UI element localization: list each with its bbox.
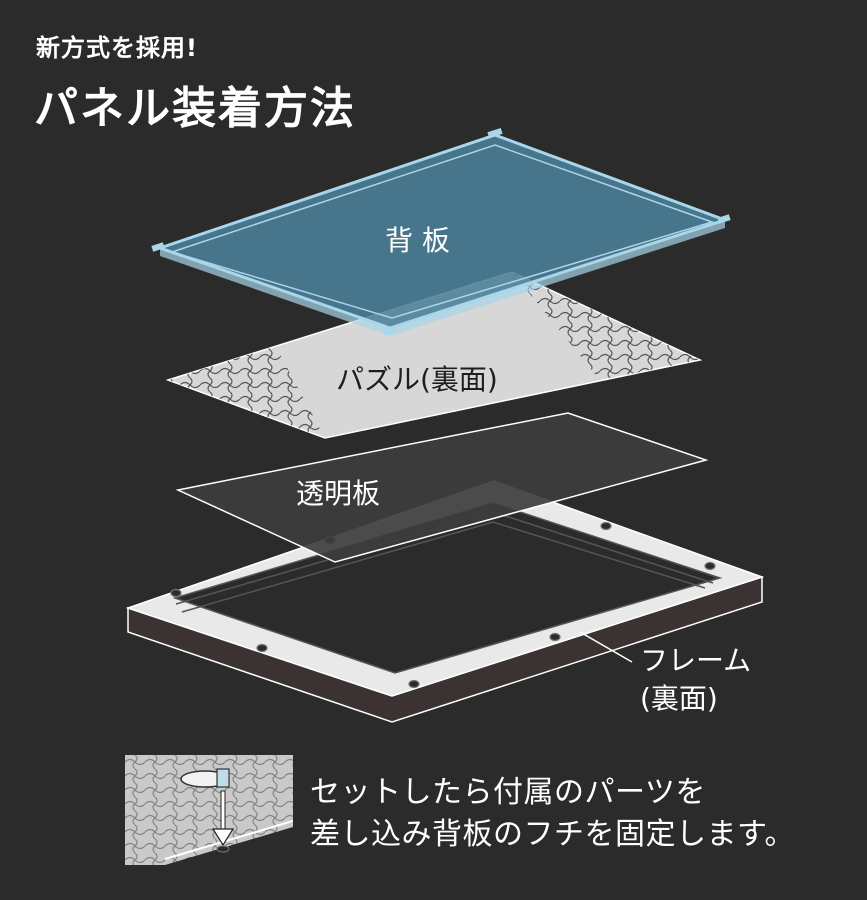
clip-insert-illustration	[125, 755, 293, 865]
puzzle-sheet	[165, 271, 703, 439]
clear-panel	[175, 412, 709, 563]
backboard	[151, 127, 731, 336]
puzzle-label: パズル(裏面)	[336, 363, 498, 396]
frame-label-line1: フレーム	[640, 644, 751, 677]
clip-insert-detail	[125, 755, 293, 865]
page-title: パネル装着方法	[34, 83, 356, 134]
page-subtitle: 新方式を採用!	[36, 34, 198, 62]
instruction-line-2: 差し込み背板のフチを固定します。	[310, 817, 795, 852]
instruction-line-1: セットしたら付属のパーツを	[310, 775, 706, 810]
backboard-label: 背 板	[385, 224, 450, 257]
frame-leader-line	[579, 631, 633, 663]
clear-panel-label: 透明板	[296, 477, 380, 510]
frame-label-line2: (裏面)	[640, 682, 718, 715]
frame	[125, 480, 765, 723]
instruction-note: セットしたら付属のパーツを 差し込み背板のフチを固定します。	[310, 772, 795, 856]
